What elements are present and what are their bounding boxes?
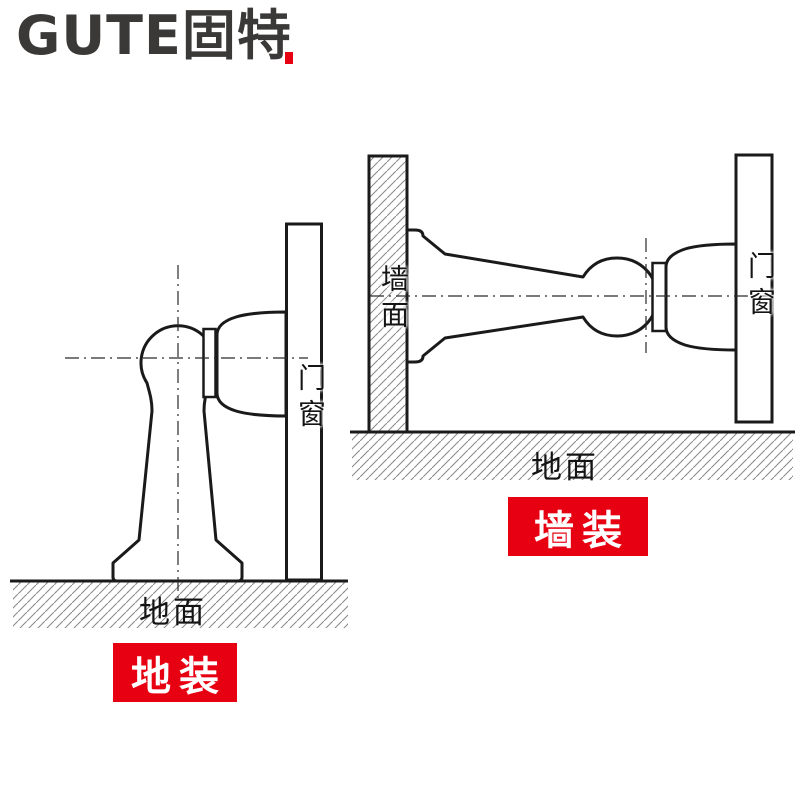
door-label-floor-diagram: 门窗 [294,363,327,435]
wall-panel [367,154,409,434]
ground-hatch-left [13,582,348,628]
catch-cup-wall [664,242,738,352]
magnet-plate-floor [202,327,217,399]
ground-label-wall-diagram: 地面 [531,450,599,486]
wall-mount-badge: 墙装 [508,497,648,556]
wall-mount-diagram [350,153,795,480]
door-panel-right [734,153,774,424]
door-panel-left [285,222,323,582]
wall-label-wall-diagram: 墙面 [377,264,410,336]
ground-label-floor-diagram: 地面 [139,595,207,631]
catch-cup-floor [215,310,288,418]
ground-hatch-right [352,433,793,480]
door-label-wall-diagram: 门窗 [744,251,777,323]
logo-red-accent [285,52,293,64]
floor-mount-badge: 地装 [113,643,237,702]
brand-logo: GUTE固特 [16,4,292,67]
floor-mount-diagram [10,222,348,628]
magnet-plate-wall [651,261,668,333]
